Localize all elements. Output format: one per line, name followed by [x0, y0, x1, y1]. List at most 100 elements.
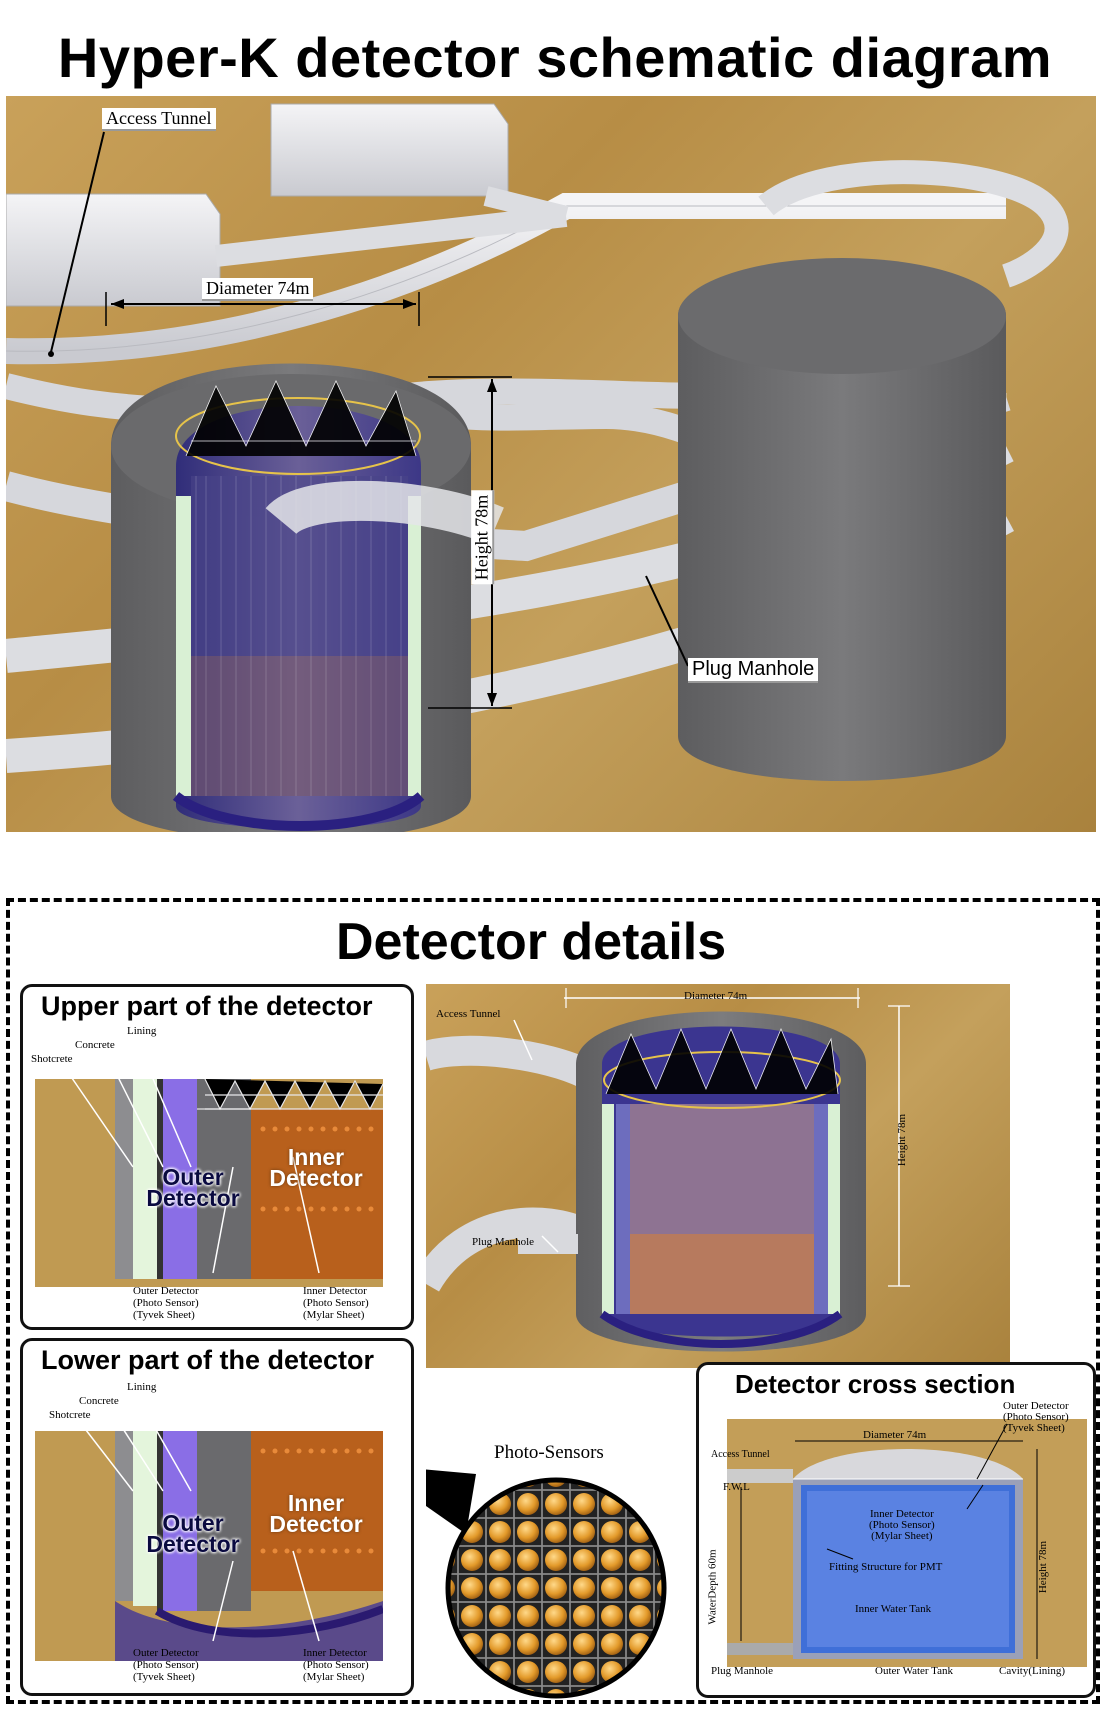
cross-section-title: Detector cross section [735, 1369, 1016, 1399]
pmt-sensor [657, 1493, 664, 1515]
pmt-sensor [657, 1661, 664, 1683]
cs-plug-manhole-label: Plug Manhole [711, 1665, 774, 1677]
upper-shotcrete-label: Shotcrete [31, 1053, 73, 1065]
cross-section-drawing [727, 1419, 1087, 1667]
upper-concrete-label: Concrete [75, 1039, 115, 1051]
pmt-frame [485, 1685, 515, 1696]
pmt-sensor [517, 1493, 539, 1515]
pmt-frame [625, 1685, 655, 1696]
pmt-sensor [517, 1549, 539, 1571]
pmt-sensor [545, 1577, 567, 1599]
pmt-sensor [545, 1480, 567, 1487]
upper-inner-line2: Detector [269, 1164, 363, 1191]
pmt-sensor [573, 1605, 595, 1627]
page-title: Hyper-K detector schematic diagram [57, 26, 1053, 89]
pmt-sensor [657, 1633, 664, 1655]
pmt-sensor [517, 1521, 539, 1543]
overview-illustration: Access Tunnel Diameter 74m Height 78m Pl… [6, 96, 1096, 832]
middle-drawing [426, 988, 910, 1352]
pmt-sensor [545, 1605, 567, 1627]
pmt-sensor [629, 1605, 651, 1627]
diameter-label: Diameter 74m [202, 278, 314, 301]
lower-outer-detector-label: Outer Detector [133, 1512, 253, 1557]
pmt-sensor [489, 1549, 511, 1571]
pmt-sensor [657, 1480, 664, 1487]
middle-illustration: Diameter 74m Access Tunnel Height 78m Pl… [426, 984, 1010, 1368]
pmt-sensor [448, 1633, 455, 1655]
pmt-frame [597, 1685, 627, 1696]
details-frame [6, 898, 1100, 1704]
pmt-sensor [448, 1577, 455, 1599]
height-label: Height 78m [471, 490, 495, 585]
upper-od-note-1: Outer Detector [133, 1285, 199, 1297]
cs-height-label: Height 78m [1037, 1540, 1050, 1594]
pmt-frame [597, 1480, 627, 1491]
pmt-sensor [461, 1689, 483, 1696]
pmt-sensor [573, 1661, 595, 1683]
upper-part-panel: Upper part of the detector Lining Concre… [20, 984, 414, 1330]
upper-part-title: Upper part of the detector [41, 991, 373, 1021]
upper-od-note: Outer Detector (Photo Sensor) (Tyvek She… [133, 1285, 199, 1321]
pmt-frame [485, 1480, 515, 1491]
pmt-sensor [545, 1549, 567, 1571]
upper-outer-detector-label: Outer Detector [133, 1164, 253, 1209]
pmt-frame [653, 1517, 664, 1547]
cs-inner-tank-label: Inner Water Tank [855, 1603, 932, 1615]
cs-fwl-label: F.W.L [723, 1481, 750, 1493]
upper-inner-line1: Inner [287, 1144, 345, 1170]
pmt-sensor [573, 1633, 595, 1655]
pmt-sensor [489, 1605, 511, 1627]
cs-id-2: (Photo Sensor) [869, 1519, 935, 1531]
cs-cavity-label: Cavity(Lining) [999, 1665, 1065, 1677]
pmt-frame [569, 1685, 599, 1696]
pmt-sensor [573, 1521, 595, 1543]
lower-concrete-label: Concrete [79, 1395, 119, 1407]
lower-id-note-2: (Photo Sensor) [303, 1659, 369, 1672]
pmt-sensor [545, 1661, 567, 1683]
pmt-frame [653, 1545, 664, 1575]
pmt-frame [625, 1480, 655, 1491]
pmt-frame [653, 1480, 664, 1491]
pmt-sensor [545, 1521, 567, 1543]
access-tunnel-label: Access Tunnel [102, 108, 216, 131]
pmt-frame [653, 1685, 664, 1696]
pmt-sensor [545, 1633, 567, 1655]
cs-od-1: Outer Detector [1003, 1400, 1069, 1412]
pmt-sensor [629, 1689, 651, 1696]
pmt-sensor [657, 1577, 664, 1599]
pmt-sensor [657, 1521, 664, 1543]
lower-inner-line1: Inner [287, 1490, 345, 1516]
lower-outer-line2: Detector [146, 1530, 240, 1557]
upper-inner-detector-label: Inner Detector [251, 1144, 381, 1191]
lower-od-note-1: Outer Detector [133, 1647, 199, 1659]
cs-od-2: (Photo Sensor) [1003, 1411, 1069, 1423]
pmt-sensor [601, 1689, 623, 1696]
cs-diameter-label: Diameter 74m [863, 1429, 927, 1441]
pmt-sensor [573, 1577, 595, 1599]
lower-id-note-1: Inner Detector [303, 1647, 367, 1659]
middle-diameter-label: Diameter 74m [684, 990, 748, 1002]
pmt-frame [513, 1685, 543, 1696]
middle-access-tunnel-label: Access Tunnel [436, 1008, 501, 1020]
pmt-frame [653, 1629, 664, 1659]
cs-od-3: (Tyvek Sheet) [1003, 1422, 1065, 1434]
pmt-sensor [545, 1493, 567, 1515]
pmt-frame [653, 1601, 664, 1631]
pmt-sensor [629, 1549, 651, 1571]
pmt-sensor [517, 1661, 539, 1683]
upper-outer-line1: Outer [162, 1164, 224, 1190]
pmt-sensor [517, 1633, 539, 1655]
middle-height-label: Height 78m [896, 1113, 909, 1167]
pmt-sensor [489, 1521, 511, 1543]
pmt-sensor [629, 1577, 651, 1599]
pmt-sensor [601, 1549, 623, 1571]
pmt-sensor [601, 1633, 623, 1655]
pmt-sensor [489, 1577, 511, 1599]
pmt-frame [457, 1685, 487, 1696]
photo-sensors-label: Photo-Sensors [494, 1442, 604, 1463]
pmt-sensor [573, 1493, 595, 1515]
photo-sensors-zoom [426, 1469, 667, 1699]
pmt-sensor [517, 1577, 539, 1599]
cross-section-panel: Detector cross section Outer Detector (P… [696, 1362, 1096, 1698]
pmt-sensor [489, 1480, 511, 1487]
